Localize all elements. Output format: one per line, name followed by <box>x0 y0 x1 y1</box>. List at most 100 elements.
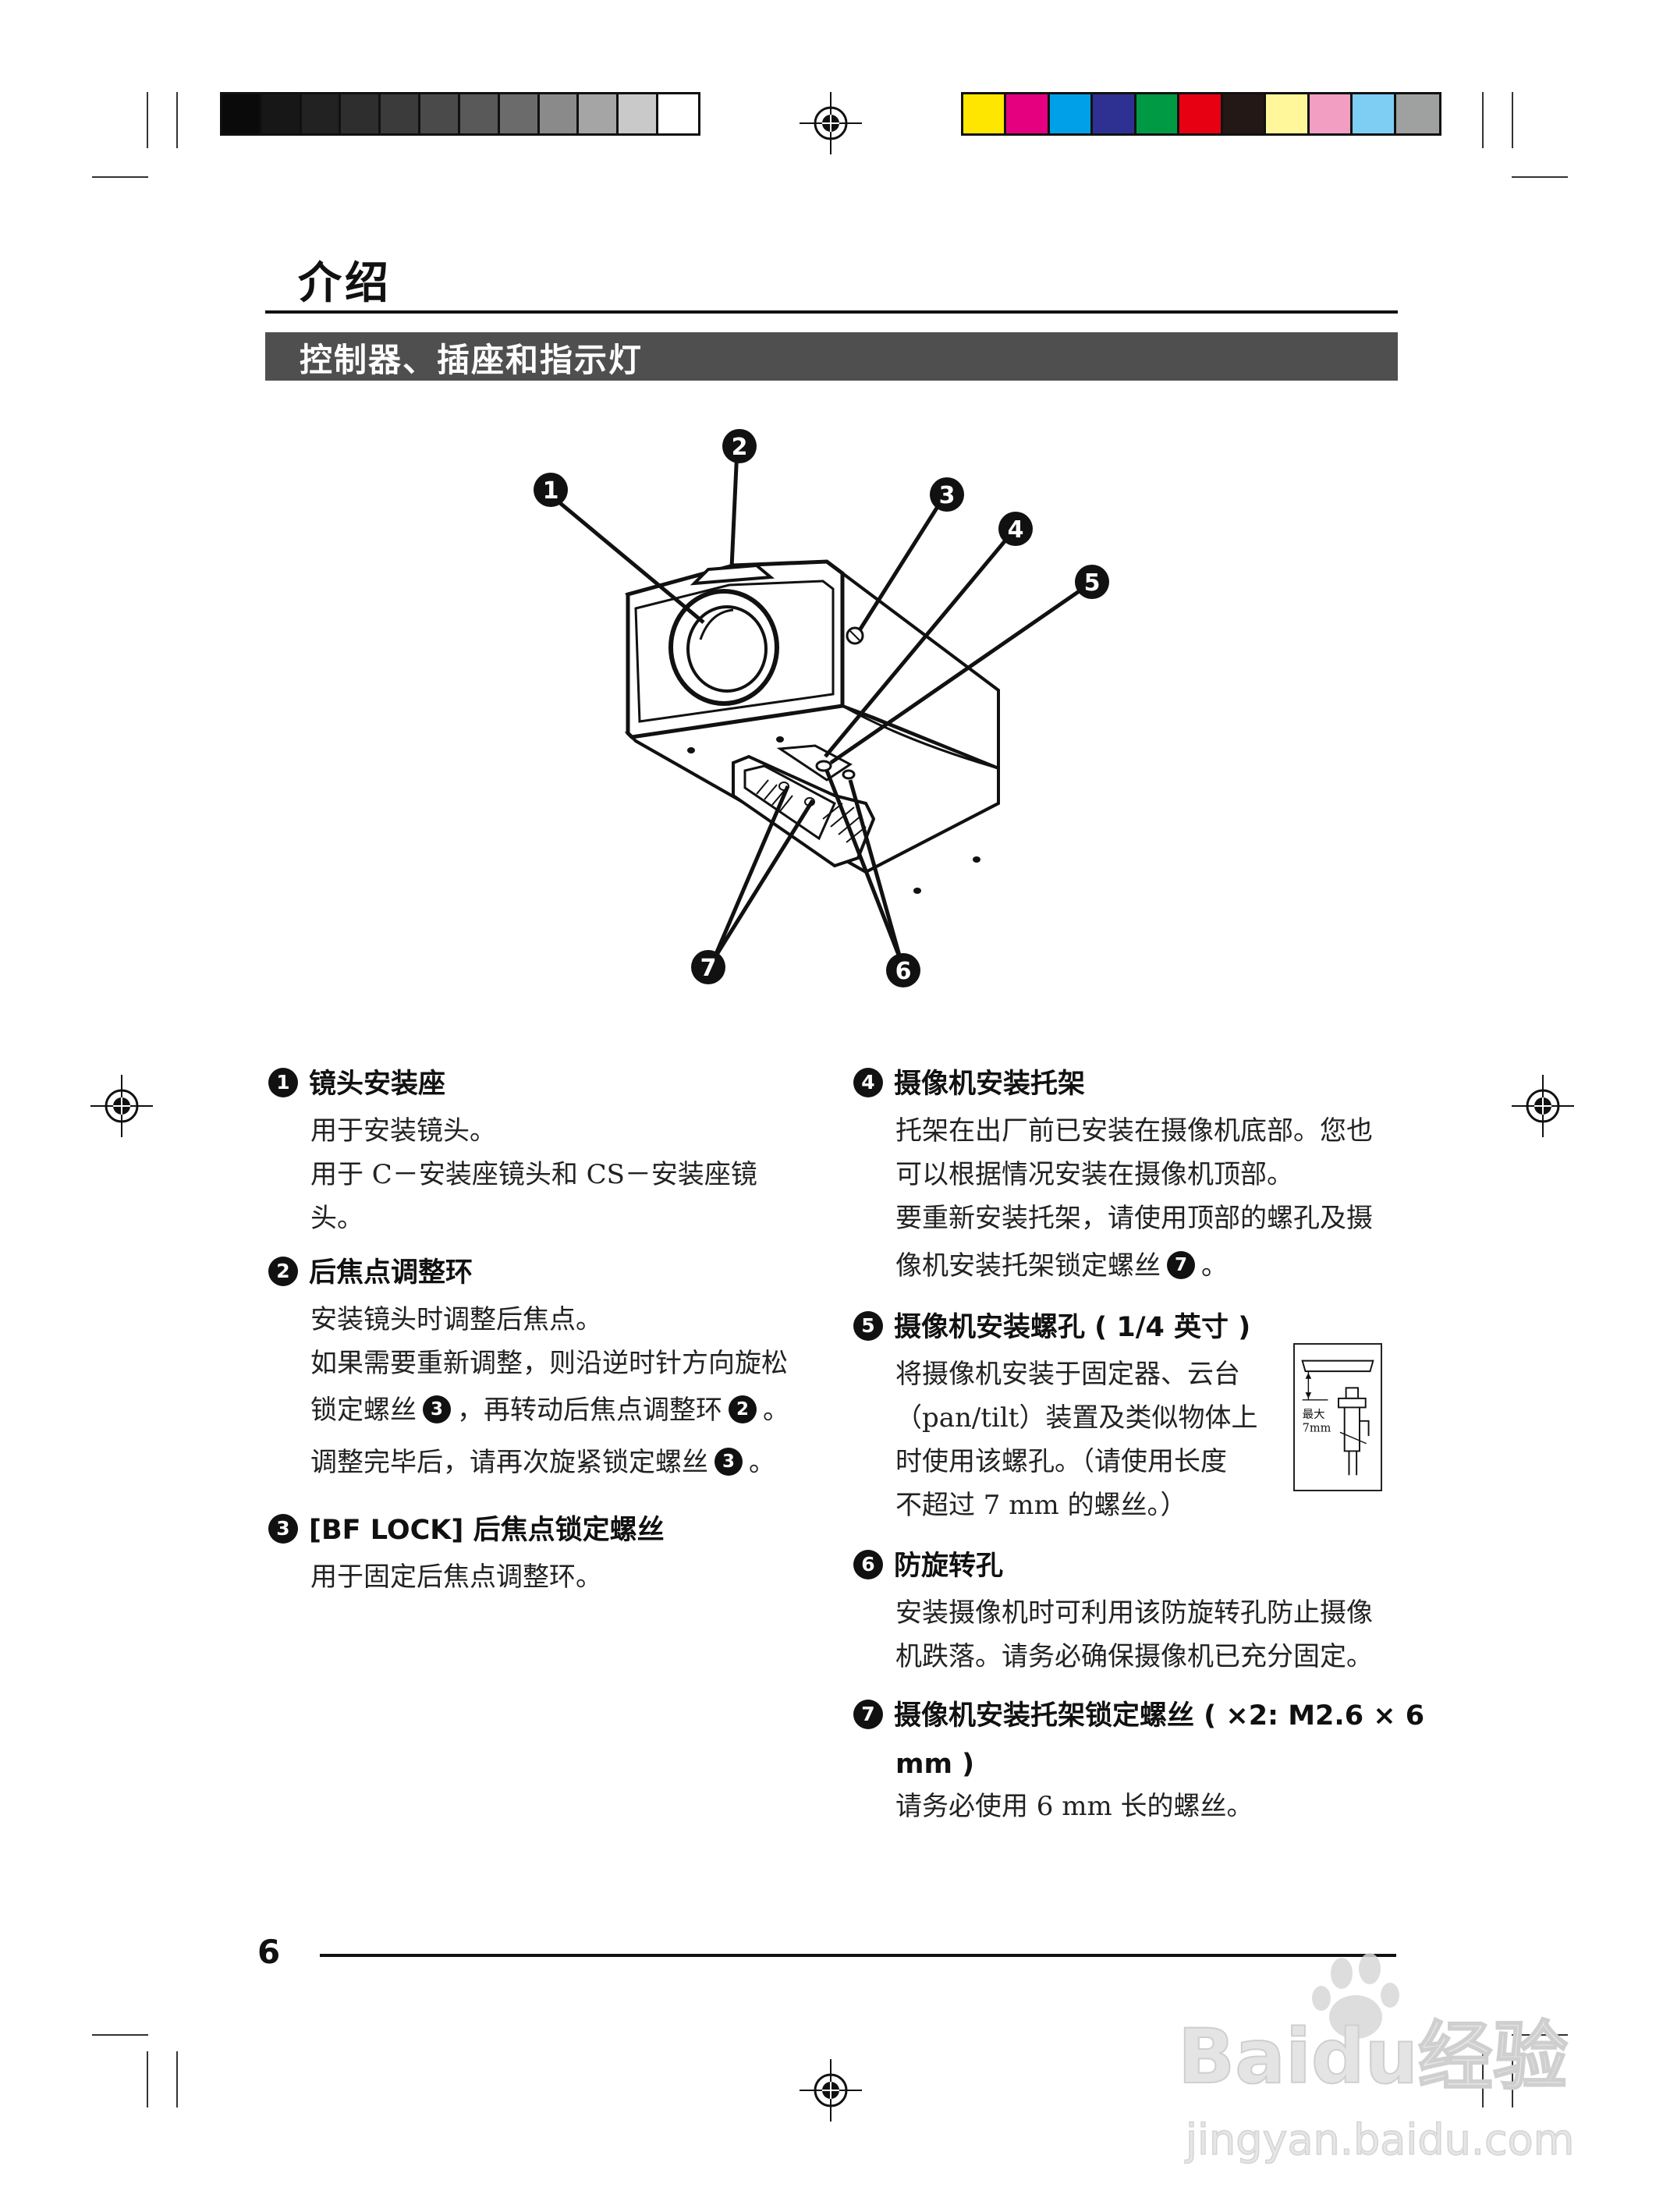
svg-text:6: 6 <box>895 958 912 985</box>
leader-line-6b <box>848 779 903 962</box>
screw-length-inset: 最大 7mm <box>1293 1343 1382 1491</box>
number-badge: 4 <box>853 1068 883 1097</box>
item-line: 安装摄像机时可利用该防旋转孔防止摄像 <box>895 1597 1373 1629</box>
crop-mark-bl-v1 <box>147 2051 148 2107</box>
item-title: 防旋转孔 <box>894 1551 1004 1582</box>
section-title: 控制器、插座和指示灯 <box>300 341 644 379</box>
grayscale-swatch <box>261 94 302 133</box>
crop-mark-br-v1 <box>1482 2051 1484 2107</box>
leader-line-2 <box>729 448 739 569</box>
svg-text:最大: 最大 <box>1303 1408 1325 1421</box>
back-focus-ring <box>690 563 775 586</box>
mount-screw-hole <box>815 760 832 772</box>
item-line: 请务必使用 6 mm 长的螺丝。 <box>895 1791 1253 1822</box>
item-title: 摄像机安装螺孔 ( 1/4 英寸 ) <box>894 1312 1251 1343</box>
number-badge: 5 <box>853 1311 883 1341</box>
leader-line-7a <box>711 785 790 960</box>
number-badge: 1 <box>268 1068 298 1097</box>
color-swatch <box>1006 94 1050 133</box>
svg-text:7: 7 <box>700 955 717 982</box>
color-bar <box>961 92 1441 136</box>
section-header-bar <box>265 332 1398 381</box>
grayscale-swatch <box>658 94 698 133</box>
title-rule <box>265 310 1398 314</box>
item-line: 机跌落。请务必确保摄像机已充分固定。 <box>895 1641 1373 1672</box>
item-line: （pan/tilt）装置及类似物体上 <box>895 1402 1258 1434</box>
callout-7: 7 <box>691 950 725 984</box>
crop-mark-tr-v1 <box>1482 92 1484 148</box>
registration-mark-left <box>90 1075 153 1137</box>
svg-text:jingyan.baidu.com: jingyan.baidu.com <box>1185 2115 1574 2164</box>
page-title: 介绍 <box>298 258 392 309</box>
registration-mark-bottom <box>800 2059 862 2122</box>
ref-badge: 3 <box>423 1395 451 1423</box>
grayscale-swatch <box>619 94 659 133</box>
callout-2: 2 <box>722 429 757 463</box>
color-swatch <box>1093 94 1136 133</box>
item-anti-rotation-hole: 6 防旋转孔 安装摄像机时可利用该防旋转孔防止摄像 机跌落。请务必确保摄像机已充分… <box>853 1549 1415 1678</box>
page-number: 6 <box>257 1933 281 1971</box>
crop-mark-tl-v2 <box>176 92 178 148</box>
svg-text:5: 5 <box>1084 569 1101 597</box>
grayscale-swatch <box>420 94 460 133</box>
color-swatch <box>1179 94 1223 133</box>
item-title: 摄像机安装托架 <box>894 1069 1086 1100</box>
number-badge: 6 <box>853 1550 883 1579</box>
item-title: 后焦点调整环 <box>309 1257 473 1289</box>
color-swatch <box>1049 94 1094 133</box>
number-badge: 3 <box>268 1514 298 1544</box>
color-swatch <box>1136 94 1180 133</box>
item-bf-lock-screw: 3 [BF LOCK] 后焦点锁定螺丝 用于固定后焦点调整环。 <box>268 1513 830 1599</box>
crop-mark-bl-v2 <box>176 2051 178 2107</box>
item-title: 镜头安装座 <box>309 1069 446 1100</box>
svg-text:7mm: 7mm <box>1303 1422 1331 1434</box>
baidu-watermark-logo: Baidu经验 jingyan.baidu.com <box>1177 1953 1575 2165</box>
grayscale-swatch <box>301 94 342 133</box>
item-title: [BF LOCK] 后焦点锁定螺丝 <box>309 1515 665 1546</box>
leader-line-5 <box>829 583 1090 765</box>
leader-line-3 <box>857 495 946 632</box>
item-line: 安装镜头时调整后焦点。 <box>310 1304 602 1335</box>
color-swatch <box>1309 94 1353 133</box>
item-title: 摄像机安装托架锁定螺丝 ( ×2: M2.6 × 6 <box>894 1700 1425 1732</box>
crop-mark-tr-v2 <box>1512 92 1513 148</box>
crop-mark-tr-h <box>1512 176 1568 178</box>
leader-line-6a <box>824 770 903 962</box>
item-title-cont: mm ) <box>895 1749 975 1780</box>
item-line: 用于安装镜头。 <box>310 1115 496 1147</box>
svg-text:1: 1 <box>543 477 559 505</box>
color-swatch <box>1353 94 1396 133</box>
callout-4: 4 <box>998 512 1033 546</box>
footer-rule <box>320 1954 1396 1957</box>
leader-line-1 <box>544 490 705 624</box>
ref-badge: 2 <box>729 1395 757 1423</box>
crop-mark-bl-h <box>92 2034 148 2036</box>
registration-mark-top <box>800 92 862 154</box>
item-line: 可以根据情况安装在摄像机顶部。 <box>895 1159 1293 1190</box>
item-line: 将摄像机安装于固定器、云台 <box>895 1359 1240 1390</box>
item-line: 用于固定后焦点调整环。 <box>310 1562 602 1593</box>
grayscale-bar <box>220 92 700 136</box>
callout-3: 3 <box>930 477 964 512</box>
svg-text:4: 4 <box>1008 516 1024 544</box>
grayscale-swatch <box>499 94 540 133</box>
item-bracket-lock-screw: 7 摄像机安装托架锁定螺丝 ( ×2: M2.6 × 6 mm ) 请务必使用 6… <box>853 1699 1431 1828</box>
ref-badge: 7 <box>1167 1251 1195 1279</box>
number-badge: 7 <box>853 1700 883 1729</box>
color-swatch <box>1222 94 1267 133</box>
camera-diagram: 1 2 3 4 5 6 7 <box>534 429 1109 987</box>
grayscale-swatch <box>381 94 421 133</box>
grayscale-swatch <box>459 94 500 133</box>
svg-text:2: 2 <box>732 434 748 461</box>
item-mount-screw-hole: 5 摄像机安装螺孔 ( 1/4 英寸 ) 将摄像机安装于固定器、云台 （pan/t… <box>853 1310 1415 1527</box>
item-line: 时使用该螺孔。（请使用长度 <box>895 1446 1227 1477</box>
ref-badge: 3 <box>714 1448 743 1476</box>
color-swatch <box>1395 94 1439 133</box>
leader-line-4 <box>824 530 1014 758</box>
item-line: 用于 C－安装座镜头和 CS－安装座镜 <box>310 1159 757 1190</box>
